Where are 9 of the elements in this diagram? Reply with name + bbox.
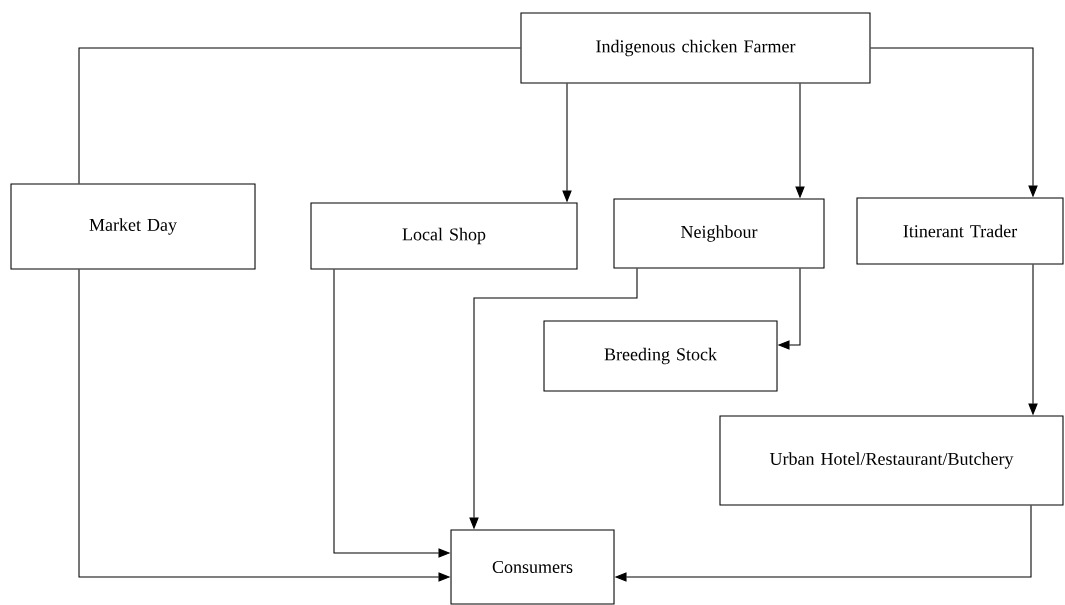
process-box: Itinerant Trader xyxy=(856,197,1064,265)
process-box: Consumers xyxy=(450,529,615,605)
process-box: Breeding Stock xyxy=(543,320,778,392)
process-box: Urban Hotel/Restaurant/Butchery xyxy=(719,415,1064,506)
connector-line xyxy=(78,47,521,184)
process-box: Neighbour xyxy=(613,198,825,269)
process-box: Indigenous chicken Farmer xyxy=(520,12,871,84)
process-box: Local Shop xyxy=(310,202,578,270)
process-box: Market Day xyxy=(10,183,256,270)
